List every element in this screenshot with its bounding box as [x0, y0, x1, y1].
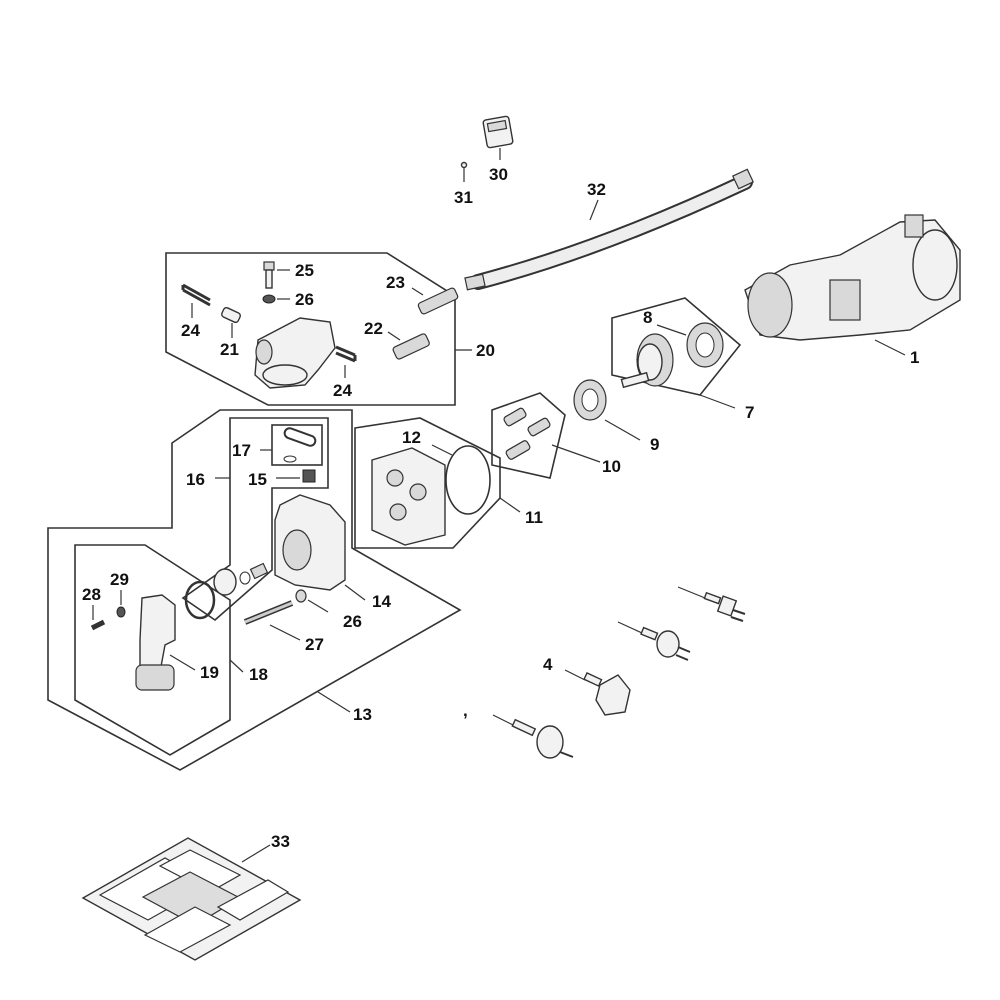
- callout-14: 14: [372, 592, 391, 611]
- part-33-label-sheet[interactable]: [81, 837, 302, 961]
- leader-12: [431, 444, 453, 456]
- part-26-washer-bottom[interactable]: [295, 589, 307, 603]
- callout-31: 31: [454, 188, 473, 207]
- part-30-cap[interactable]: [482, 115, 514, 149]
- callout-20: 20: [476, 341, 495, 360]
- leader-27: [269, 624, 301, 641]
- leader-18: [229, 659, 244, 673]
- callout-22: 22: [364, 319, 383, 338]
- leader-14: [344, 584, 366, 601]
- leader-26b: [307, 599, 329, 613]
- part-plug-euro-flat[interactable]: [617, 621, 691, 661]
- callout-26-bottom: 26: [343, 612, 362, 631]
- part-25-screw[interactable]: [263, 261, 275, 289]
- callout-26-top: 26: [295, 290, 314, 309]
- part-16-gaskets[interactable]: [184, 562, 269, 620]
- part-plug-schuko[interactable]: [492, 714, 574, 759]
- part-21-fitting[interactable]: [221, 306, 242, 324]
- part-22-valve[interactable]: [392, 333, 430, 360]
- part-24-clip-right[interactable]: [335, 345, 357, 363]
- stray-mark: ,: [463, 701, 468, 720]
- leader-9: [604, 419, 641, 441]
- callout-29: 29: [110, 570, 129, 589]
- part-32-hose[interactable]: [464, 168, 755, 291]
- part-8-bearing[interactable]: [686, 322, 724, 368]
- callout-24-right: 24: [333, 381, 352, 400]
- part-12-o-ring[interactable]: [445, 445, 491, 515]
- group-7-frame: [611, 297, 742, 396]
- callout-11: 11: [525, 508, 543, 527]
- callout-32: 32: [587, 180, 606, 199]
- part-20-valve-housing[interactable]: [254, 317, 336, 389]
- part-28-screw[interactable]: [90, 619, 106, 631]
- part-24-clip-left[interactable]: [181, 283, 211, 307]
- callout-23: 23: [386, 273, 405, 292]
- part-14-pump-head[interactable]: [274, 494, 346, 591]
- callout-33: 33: [271, 832, 290, 851]
- leader-22: [387, 331, 401, 341]
- callout-13: 13: [353, 705, 372, 724]
- callout-7: 7: [745, 403, 754, 422]
- callout-21: 21: [220, 340, 239, 359]
- leader-8: [656, 324, 687, 336]
- part-15-plug[interactable]: [302, 469, 316, 483]
- part-10-pistons[interactable]: [503, 407, 551, 460]
- group-16-frame: [181, 417, 329, 622]
- callout-8: 8: [643, 308, 652, 327]
- part-7-gear-shaft[interactable]: [620, 333, 674, 389]
- callout-1: 1: [910, 348, 919, 367]
- part-9-seal[interactable]: [573, 379, 607, 421]
- part-27-bolt[interactable]: [243, 600, 294, 625]
- part-23-valve[interactable]: [417, 287, 459, 315]
- leader-11: [499, 497, 521, 513]
- callout-18: 18: [249, 665, 268, 684]
- callout-15: 15: [248, 470, 267, 489]
- callout-4: 4: [543, 655, 553, 674]
- part-1-motor[interactable]: [744, 214, 961, 341]
- group-17-frame: [271, 424, 323, 466]
- callout-24-left: 24: [181, 321, 200, 340]
- leader-33: [241, 844, 271, 863]
- leader-32: [589, 199, 599, 221]
- callout-28: 28: [82, 585, 101, 604]
- leader-19: [169, 654, 196, 671]
- leader-13: [317, 691, 351, 713]
- callout-30: 30: [489, 165, 508, 184]
- leader-1: [874, 339, 906, 356]
- leader-4: [564, 669, 586, 681]
- group-10-frame: [491, 392, 566, 479]
- part-4-plug-uk[interactable]: [583, 671, 631, 716]
- part-19-valve-body[interactable]: [135, 594, 176, 691]
- leader-23: [411, 287, 424, 296]
- part-31-pin[interactable]: [460, 161, 468, 169]
- callout-10: 10: [602, 457, 621, 476]
- group-18-frame: [74, 544, 231, 756]
- group-20-frame: [165, 252, 456, 406]
- callout-16: 16: [186, 470, 205, 489]
- callout-9: 9: [650, 435, 659, 454]
- part-26-washer-top[interactable]: [262, 294, 276, 304]
- part-plug-us[interactable]: [677, 586, 746, 622]
- part-29-washer[interactable]: [116, 606, 126, 618]
- leader-10: [551, 444, 601, 463]
- part-11-cylinder-block[interactable]: [371, 447, 446, 546]
- leader-7: [699, 394, 736, 409]
- callout-12: 12: [402, 428, 421, 447]
- part-17-seals[interactable]: [283, 427, 317, 463]
- group-13-frame: [47, 409, 462, 771]
- callout-25: 25: [295, 261, 314, 280]
- callout-17: 17: [232, 441, 251, 460]
- callout-27: 27: [305, 635, 324, 654]
- callout-19: 19: [200, 663, 219, 682]
